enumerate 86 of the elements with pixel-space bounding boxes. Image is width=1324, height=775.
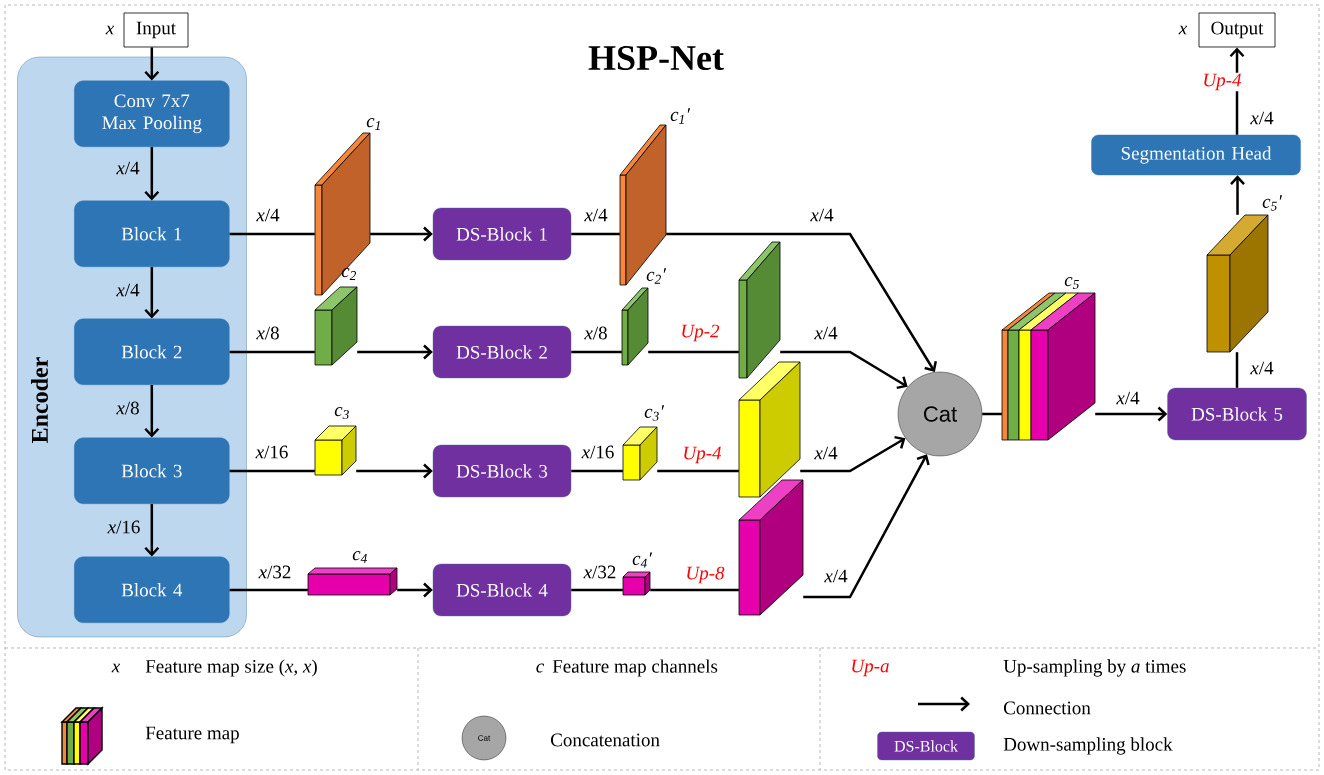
legend-text: Down-sampling block <box>1003 737 1173 755</box>
symbol-label: x <box>111 663 121 673</box>
edge-label: x/8 <box>583 325 609 341</box>
legend-text: Concatenation <box>551 733 660 747</box>
connector-line <box>650 588 739 592</box>
arrow <box>1095 406 1168 422</box>
ds-block: DS-Block 2 <box>432 325 572 379</box>
encoder-block: Conv 7x7 Max Pooling <box>74 80 230 147</box>
symbol-label: Up-a <box>852 659 889 677</box>
size-label: c$_{2}$ <box>341 268 356 280</box>
arrow <box>803 454 930 599</box>
feature-map <box>738 479 804 616</box>
legend-text: Up-sampling by a times <box>1003 659 1186 677</box>
arrow <box>666 232 937 373</box>
arrow <box>357 344 433 360</box>
encoder-block: Block 3 <box>74 437 230 504</box>
upsampling-label: Up-4 <box>1201 72 1243 92</box>
edge-label: x/16 <box>254 444 290 460</box>
size-label: c$_{5}$ <box>1064 277 1079 289</box>
encoder-block: Block 1 <box>74 200 230 267</box>
edge-label: x/4 <box>823 568 849 584</box>
arrow <box>1230 175 1245 215</box>
size-label: c$_{1}$ <box>366 118 380 130</box>
size-label: c$_{4}$ <box>352 551 367 563</box>
legend-text: Feature map <box>145 726 239 744</box>
size-label: c$_{5}$′ <box>1262 195 1283 211</box>
connector-line <box>571 350 622 354</box>
arrow <box>144 267 160 319</box>
box: Output <box>1198 12 1276 48</box>
legend-text: Feature map size (x, x) <box>145 659 317 677</box>
encoder-block: Block 2 <box>74 318 230 385</box>
arrow <box>780 350 908 390</box>
connector-line <box>571 232 620 236</box>
edge-label: x/8 <box>255 325 281 341</box>
connector-line <box>982 412 1002 416</box>
arrow <box>397 582 433 598</box>
connector-line <box>229 232 315 236</box>
edge-label: x/4 <box>809 207 835 223</box>
size-label: c$_{1}$′ <box>670 108 691 124</box>
arrow <box>144 504 160 557</box>
edge-label: x/4 <box>255 207 281 223</box>
size-label: c$_{3}$′ <box>644 405 665 421</box>
arrow <box>370 226 433 242</box>
size-label: c$_{3}$ <box>334 407 349 419</box>
ds-block: DS-Block 1 <box>432 207 572 261</box>
arrow <box>356 463 433 479</box>
edge-label: x/32 <box>257 564 293 580</box>
ds-block: DS-Block 4 <box>432 563 572 617</box>
edge-label: x/4 <box>1249 110 1275 126</box>
box: Input <box>123 12 189 48</box>
connector-line <box>657 469 739 473</box>
upsampling-label: Up-4 <box>681 445 723 465</box>
upsampling-label: Up-8 <box>684 565 726 585</box>
size-label: x <box>1178 25 1188 35</box>
edge-label: x/4 <box>1115 390 1141 406</box>
title: HSP-Net <box>588 45 724 71</box>
size-label: c$_{4}$′ <box>632 552 653 568</box>
arrow <box>800 435 906 473</box>
edge-label: x/16 <box>580 444 616 460</box>
ds-block: DS-Block 5 <box>1167 387 1307 441</box>
connector-line <box>648 350 739 354</box>
connector-line <box>229 588 308 592</box>
legend-text: Connection <box>1004 701 1091 715</box>
symbol-label: c <box>536 663 544 673</box>
edge-label: x/4 <box>813 325 839 341</box>
size-label: x <box>105 25 115 35</box>
connector-line <box>1235 352 1239 388</box>
upsampling-label: Up-2 <box>679 323 721 343</box>
feature-map <box>738 241 781 379</box>
edge-label: x/32 <box>582 564 618 580</box>
legend-text: Feature map channels <box>552 659 718 677</box>
edge-label: x/4 <box>583 207 609 223</box>
arrow <box>144 147 160 201</box>
arrow <box>144 385 160 438</box>
encoder-block: Block 4 <box>74 556 230 623</box>
connector-line <box>229 469 315 473</box>
connector-line <box>229 350 315 354</box>
arrow <box>144 47 160 81</box>
ds-block: DS-Block 3 <box>432 444 572 498</box>
size-label: c$_{2}$′ <box>646 268 667 284</box>
connector-line <box>571 469 623 473</box>
connector-line <box>571 588 623 592</box>
head-block: Segmentation Head <box>1091 134 1301 176</box>
edge-label: x/4 <box>813 445 839 461</box>
edge-label: x/4 <box>1249 360 1275 376</box>
feature-map <box>738 361 801 498</box>
